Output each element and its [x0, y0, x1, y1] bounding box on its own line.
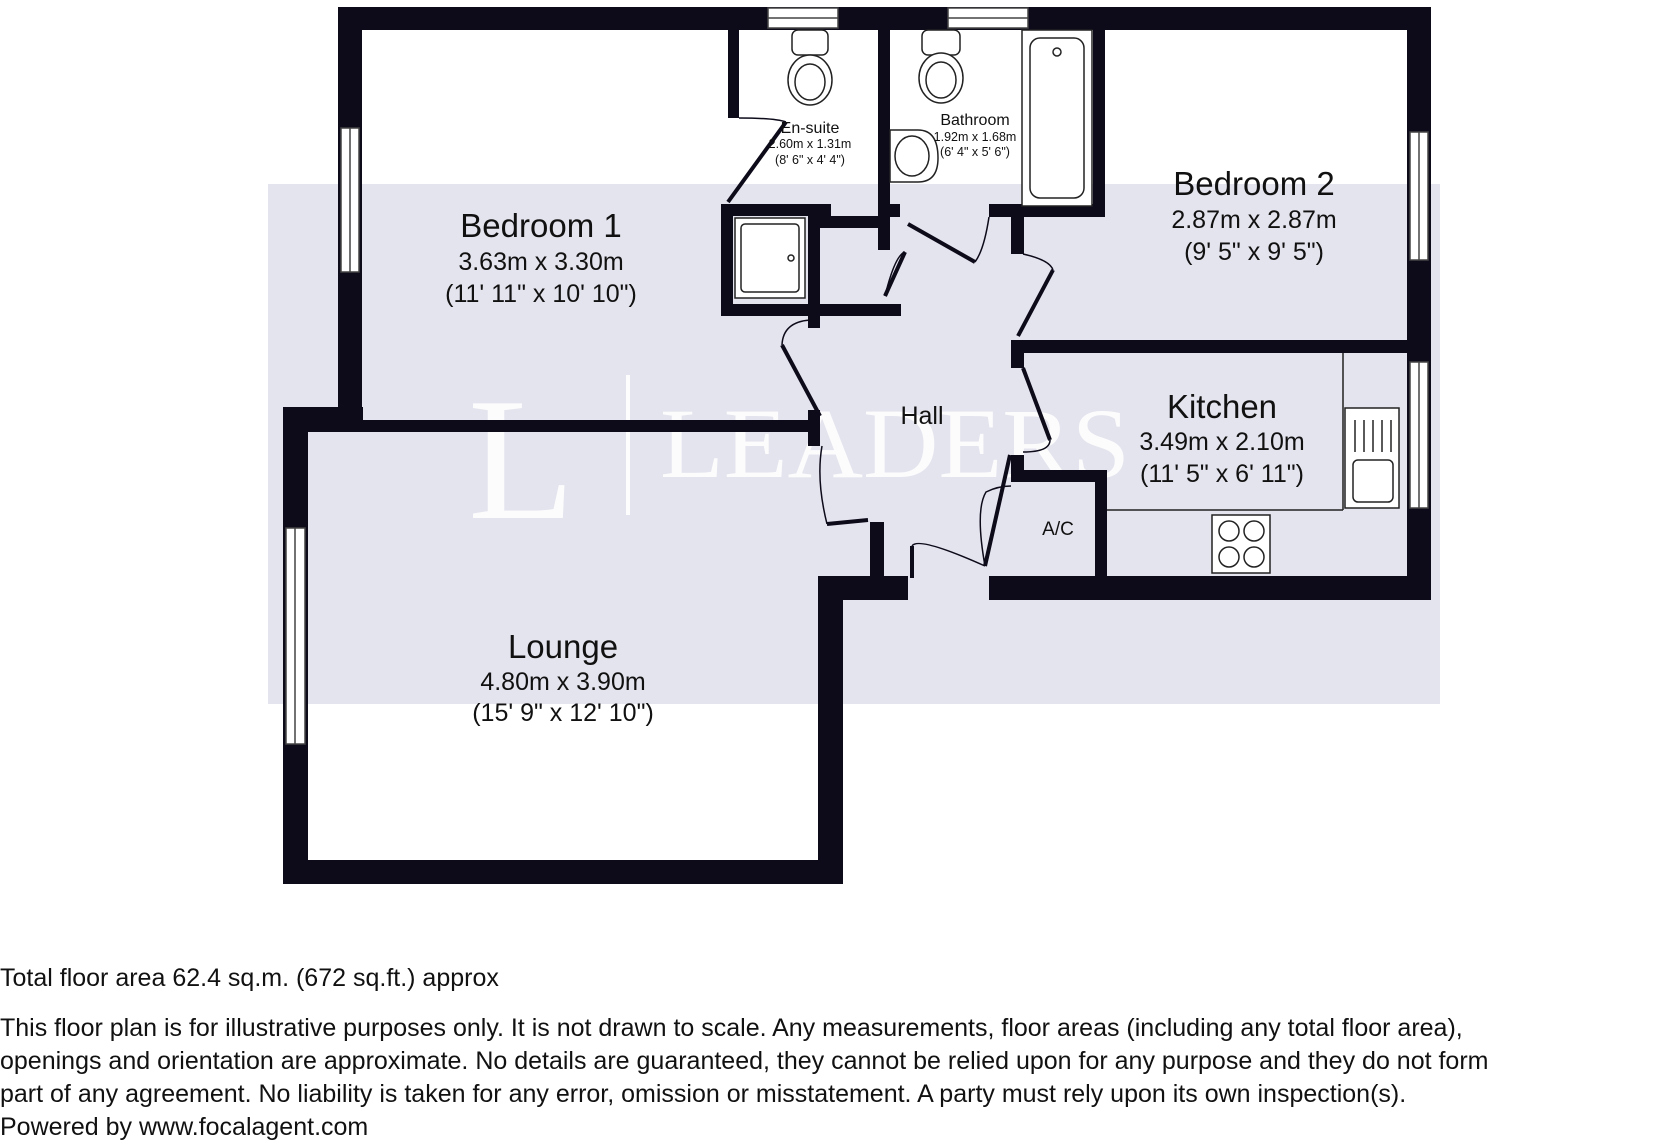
total-floor-area: Total floor area 62.4 sq.m. (672 sq.ft.)…: [0, 964, 499, 992]
ensuite-toilet-icon: [787, 29, 833, 106]
bedroom2-name: Bedroom 2: [1173, 165, 1334, 202]
hall-name: Hall: [900, 402, 943, 430]
sink-icon: [1344, 407, 1400, 509]
bathroom-imperial: (6' 4" x 5' 6"): [940, 145, 1010, 159]
watermark-band: [268, 184, 1440, 704]
disclaimer-line: openings and orientation are approximate…: [0, 1047, 1489, 1075]
kitchen-metric: 3.49m x 2.10m: [1139, 428, 1304, 456]
ensuite-metric: 2.60m x 1.31m: [769, 137, 852, 151]
windows: [285, 7, 1429, 745]
ensuite-imperial: (8' 6" x 4' 4"): [775, 153, 845, 167]
shower-tray-icon: [734, 217, 806, 299]
bathroom-metric: 1.92m x 1.68m: [934, 130, 1017, 144]
watermark-letter: L: [468, 362, 575, 556]
doors: [726, 117, 1055, 578]
lounge-imperial: (15' 9" x 12' 10"): [472, 699, 654, 727]
watermark-brand: LEADERS: [660, 388, 1130, 499]
bath-icon: [1021, 29, 1093, 207]
kitchen-name: Kitchen: [1167, 388, 1277, 425]
lounge-label: Lounge 4.80m x 3.90m (15' 9" x 12' 10"): [472, 628, 654, 727]
bedroom1-name: Bedroom 1: [460, 207, 621, 244]
kitchen-imperial: (11' 5" x 6' 11"): [1140, 460, 1304, 488]
lounge-name: Lounge: [508, 628, 618, 665]
fixtures: [734, 29, 1400, 574]
bathroom-toilet-icon: [918, 29, 964, 104]
bathroom-label: Bathroom 1.92m x 1.68m (6' 4" x 5' 6"): [934, 112, 1017, 159]
ensuite-label: En-suite 2.60m x 1.31m (8' 6" x 4' 4"): [769, 120, 852, 167]
bathroom-name: Bathroom: [940, 112, 1009, 129]
lounge-metric: 4.80m x 3.90m: [480, 668, 645, 696]
bedroom1-imperial: (11' 11" x 10' 10"): [445, 280, 637, 308]
ac-name: A/C: [1042, 519, 1074, 540]
bedroom1-label: Bedroom 1 3.63m x 3.30m (11' 11" x 10' 1…: [445, 207, 637, 308]
kitchen-label: Kitchen 3.49m x 2.10m (11' 5" x 6' 11"): [1139, 388, 1304, 488]
bedroom2-label: Bedroom 2 2.87m x 2.87m (9' 5" x 9' 5"): [1171, 165, 1336, 266]
floor-plan: L LEADERS: [268, 7, 1440, 884]
disclaimer-line: part of any agreement. No liability is t…: [0, 1080, 1407, 1108]
room-labels: Bedroom 1 3.63m x 3.30m (11' 11" x 10' 1…: [445, 112, 1337, 727]
disclaimer-line: This floor plan is for illustrative purp…: [0, 1014, 1463, 1042]
hob-icon: [1211, 514, 1271, 574]
kitchen-counter: [1107, 353, 1344, 511]
powered-by: Powered by www.focalagent.com: [0, 1113, 369, 1141]
disclaimer: This floor plan is for illustrative purp…: [0, 1012, 1680, 1144]
bathroom-basin-icon: [889, 129, 939, 183]
bedroom2-imperial: (9' 5" x 9' 5"): [1184, 238, 1324, 266]
ensuite-name: En-suite: [781, 120, 840, 137]
bedroom1-metric: 3.63m x 3.30m: [458, 248, 623, 276]
bedroom2-metric: 2.87m x 2.87m: [1171, 206, 1336, 234]
